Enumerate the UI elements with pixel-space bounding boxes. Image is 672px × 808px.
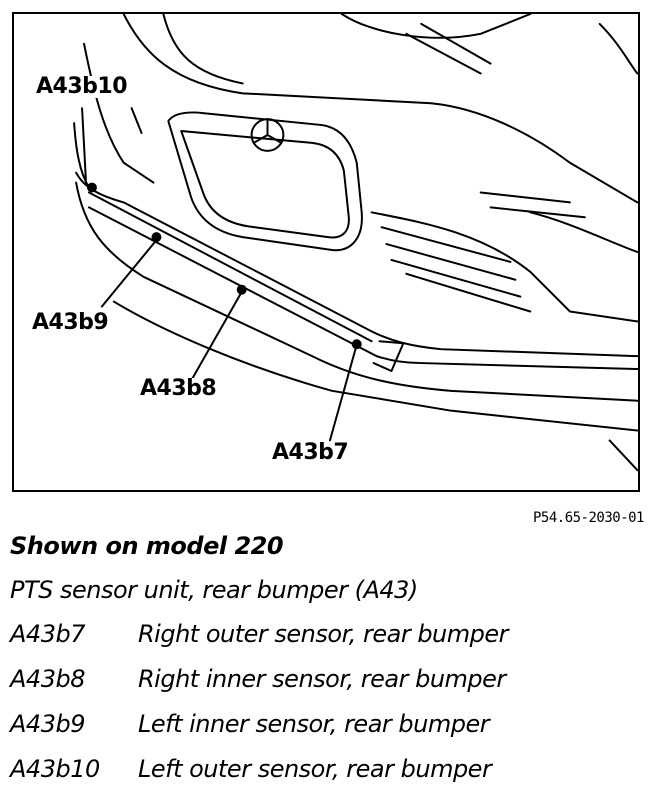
legend-item-code: A43b9 (10, 710, 85, 738)
bumper-lower-edge (75, 181, 638, 402)
sensor-a43b8-marker (236, 284, 247, 295)
legend-item-description: Right inner sensor, rear bumper (138, 665, 506, 693)
license-plate-recess (167, 111, 363, 252)
callout-a43b9: A43b9 (30, 310, 111, 335)
legend-item: A43b7 Right outer sensor, rear bumper (10, 620, 509, 648)
legend-title: Shown on model 220 (10, 532, 284, 560)
legend-item-code: A43b10 (10, 755, 100, 783)
legend-item: A43b10 Left outer sensor, rear bumper (10, 755, 492, 783)
sensor-a43b10-marker (87, 182, 97, 193)
legend-item-description: Left outer sensor, rear bumper (138, 755, 492, 783)
left-fender-edge (73, 122, 90, 189)
leader-a43b7 (328, 347, 357, 442)
leader-a43b9 (100, 239, 158, 308)
trunk-lid-outline (122, 14, 638, 204)
rear-window-edge (340, 14, 532, 39)
upper-body-line (598, 22, 638, 75)
legend-item-description: Right outer sensor, rear bumper (138, 620, 509, 648)
bumper-end-tab (372, 340, 405, 372)
license-plate-inner (180, 130, 350, 239)
figure-id: P54.65-2030-01 (532, 510, 645, 526)
leader-a43b10 (81, 107, 143, 184)
bumper-strip-lower (88, 206, 638, 371)
callout-a43b8: A43b8 (138, 376, 219, 401)
tail-light-side (529, 211, 638, 253)
car-rear-drawing (73, 14, 638, 472)
mercedes-star-spokes (252, 118, 283, 144)
bumper-strip-upper (88, 191, 373, 343)
legend-item-code: A43b7 (10, 620, 85, 648)
legend-item: A43b9 Left inner sensor, rear bumper (10, 710, 490, 738)
leader-a43b8 (187, 292, 242, 387)
trim-strip (405, 22, 492, 75)
callout-a43b10: A43b10 (34, 74, 130, 99)
bumper-bottom-edge (112, 300, 638, 432)
left-body-corner (83, 42, 155, 184)
legend-item-code: A43b8 (10, 665, 85, 693)
sensor-a43b7-marker (351, 339, 362, 350)
tail-light-outline (370, 211, 638, 323)
tail-light-lines (380, 226, 532, 313)
diagram-frame: A43b10 A43b9 A43b8 A43b7 (12, 12, 640, 492)
legend-subtitle: PTS sensor unit, rear bumper (A43) (10, 576, 418, 604)
tail-light-rib (479, 191, 586, 219)
right-lower-edge (608, 439, 638, 472)
body-crease (162, 14, 244, 85)
callout-a43b7: A43b7 (270, 440, 351, 465)
legend-item: A43b8 Right inner sensor, rear bumper (10, 665, 506, 693)
legend-item-description: Left inner sensor, rear bumper (138, 710, 490, 738)
